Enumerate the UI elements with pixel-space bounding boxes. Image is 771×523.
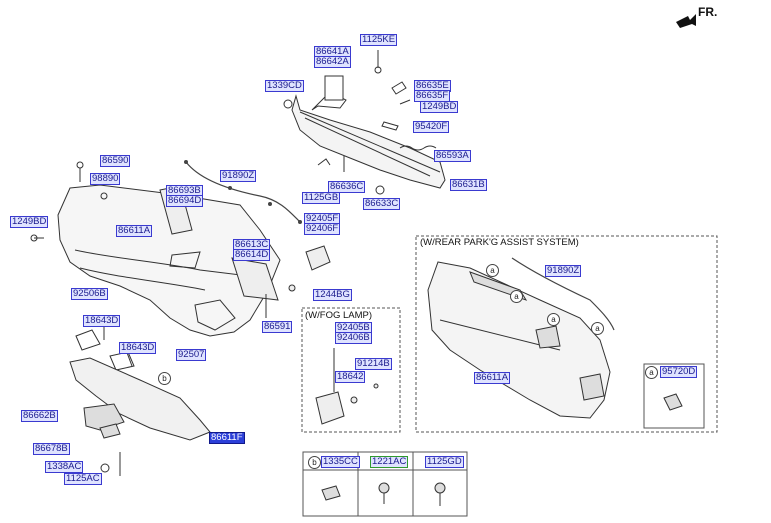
part-label-91890Z-park[interactable]: 91890Z	[545, 265, 582, 277]
fastener-icons	[321, 482, 446, 506]
part-label-18643D-lower[interactable]: 18643D	[119, 342, 157, 354]
part-label-1244BG[interactable]: 1244BG	[313, 289, 352, 301]
rear-beam-assembly	[283, 50, 446, 195]
part-label-86590[interactable]: 86590	[100, 155, 131, 167]
part-label-86662B[interactable]: 86662B	[21, 410, 58, 422]
part-label-86633C[interactable]: 86633C	[363, 198, 401, 210]
part-label-1125AC[interactable]: 1125AC	[64, 473, 102, 485]
part-label-1339CD[interactable]: 1339CD	[265, 80, 304, 92]
part-label-95720D[interactable]: 95720D	[660, 366, 698, 378]
harness-clips	[184, 160, 302, 224]
part-label-86631B[interactable]: 86631B	[450, 179, 487, 191]
part-label-86591[interactable]: 86591	[262, 321, 293, 333]
front-direction-arrow-icon	[676, 14, 696, 28]
part-label-92405F[interactable]: 92405F	[304, 213, 341, 225]
rear-bumper-cover	[30, 161, 281, 337]
part-label-1125KE[interactable]: 1125KE	[360, 34, 398, 46]
fastener-table-callout-b: b	[308, 456, 321, 469]
part-label-91890Z[interactable]: 91890Z	[220, 170, 257, 182]
callout-a-marker: a	[645, 366, 658, 379]
part-label-86611F[interactable]: 86611F	[209, 432, 245, 444]
park-assist-harness	[511, 257, 615, 331]
park-assist-bumper-cover	[427, 261, 611, 419]
wiring-harness	[185, 161, 301, 223]
fog-lamp-parts	[315, 348, 379, 425]
part-label-95420F[interactable]: 95420F	[413, 121, 450, 133]
callout-b-marker: b	[158, 372, 171, 385]
part-label-86611A[interactable]: 86611A	[116, 225, 153, 237]
part-label-92506B[interactable]: 92506B	[71, 288, 108, 300]
fog-lamp-section-title: (W/FOG LAMP)	[305, 310, 373, 321]
part-label-1125GB[interactable]: 1125GB	[302, 192, 341, 204]
front-direction-label: FR.	[698, 5, 718, 19]
part-label-1249BD-right[interactable]: 1249BD	[420, 101, 459, 113]
part-label-1221AC[interactable]: 1221AC	[370, 456, 409, 468]
callout-a-marker-2: a	[510, 290, 523, 303]
sensor-detail-frame	[643, 363, 705, 429]
lower-fasteners	[100, 452, 121, 476]
callout-a-marker-3: a	[547, 313, 560, 326]
part-label-18643D-upper[interactable]: 18643D	[83, 315, 121, 327]
part-label-92406F[interactable]: 92406F	[304, 223, 341, 235]
part-label-1335CC[interactable]: 1335CC	[321, 456, 360, 468]
part-label-86611A-park[interactable]: 86611A	[474, 372, 511, 384]
callout-a-marker-4: a	[591, 322, 604, 335]
part-label-86642A[interactable]: 86642A	[314, 56, 351, 68]
part-label-92507[interactable]: 92507	[176, 349, 207, 361]
part-label-1338AC[interactable]: 1338AC	[45, 461, 84, 473]
part-label-1125GD[interactable]: 1125GD	[425, 456, 464, 468]
lower-diffuser	[69, 357, 211, 441]
part-label-98890[interactable]: 98890	[90, 173, 121, 185]
part-label-86593A[interactable]: 86593A	[434, 150, 471, 162]
callout-a-marker-1: a	[486, 264, 499, 277]
park-assist-section-title: (W/REAR PARK'G ASSIST SYSTEM)	[420, 237, 579, 248]
part-label-1249BD-left[interactable]: 1249BD	[10, 216, 49, 228]
part-label-18642[interactable]: 18642	[335, 371, 366, 383]
part-label-92406B[interactable]: 92406B	[335, 332, 372, 344]
part-label-91214B[interactable]: 91214B	[355, 358, 392, 370]
part-label-86614D[interactable]: 86614D	[233, 249, 271, 261]
park-assist-section-frame	[415, 235, 718, 433]
part-label-86636C[interactable]: 86636C	[328, 181, 366, 193]
sensor-clip-icon	[663, 393, 683, 411]
fog-lamp-section-frame	[301, 307, 401, 433]
part-label-86694D[interactable]: 86694D	[166, 195, 204, 207]
part-label-86678B[interactable]: 86678B	[33, 443, 70, 455]
